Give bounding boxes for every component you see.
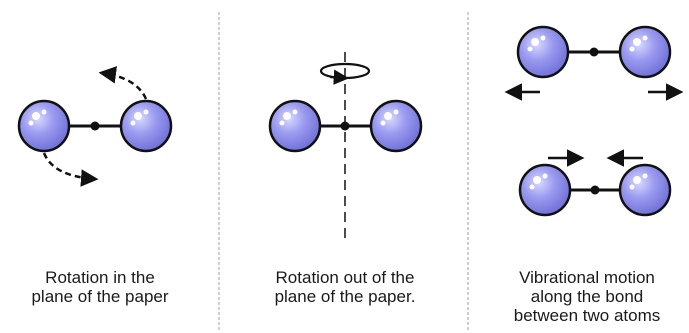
- atom-right: [119, 99, 173, 153]
- caption-rotation-in-plane: Rotation in the plane of the paper: [0, 268, 200, 306]
- atom-left: [17, 99, 71, 153]
- atom-right: [618, 25, 672, 79]
- curved-arrow-bottom: [42, 152, 99, 187]
- caption-rotation-out-of-plane: Rotation out of the plane of the paper.: [240, 268, 450, 306]
- bond-center: [340, 121, 350, 131]
- atom-left: [268, 99, 322, 153]
- caption-line: along the bond: [530, 287, 644, 306]
- molecule-vibration-compressed: [518, 149, 672, 217]
- bond-center: [90, 121, 100, 131]
- caption-vibrational-motion: Vibrational motion along the bond betwee…: [485, 268, 689, 325]
- molecule-rotation-out-of-plane: [268, 52, 423, 240]
- caption-line: plane of the paper: [31, 287, 169, 306]
- caption-line: Rotation out of the: [275, 268, 415, 287]
- atom-left: [516, 25, 570, 79]
- caption-line: between two atoms: [513, 306, 661, 325]
- curved-arrow-top: [98, 66, 148, 100]
- caption-line: plane of the paper.: [274, 287, 416, 306]
- bond-center: [589, 47, 599, 57]
- caption-line: Rotation in the: [45, 268, 155, 287]
- rotation-loop-arrow: [329, 69, 350, 85]
- molecule-rotation-in-plane: [17, 66, 173, 187]
- bond-center: [590, 185, 600, 195]
- atom-left: [518, 163, 572, 217]
- atom-right: [618, 163, 672, 217]
- molecule-vibration-stretched: [504, 25, 684, 101]
- atom-right: [369, 99, 423, 153]
- caption-line: Vibrational motion: [519, 268, 655, 287]
